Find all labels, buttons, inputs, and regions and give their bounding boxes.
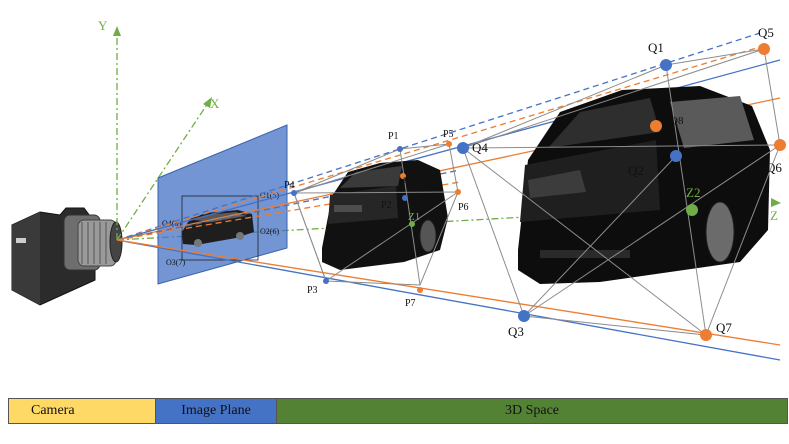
p6-marker [455, 189, 461, 195]
p5-marker [446, 141, 452, 147]
p3-label: P3 [307, 285, 318, 296]
q6-marker [774, 139, 786, 151]
q3-marker [518, 310, 530, 322]
legend-image-plane: Image Plane [156, 399, 277, 423]
legend-bar: Camera Image Plane 3D Space [8, 398, 788, 424]
camera-projection-diagram: Y X Z O1(5) O2(6) O3(7) O4(8) [11, 18, 786, 361]
p1-label: P1 [388, 131, 399, 142]
o3-label: O3(7) [166, 258, 185, 267]
q7-marker [700, 329, 712, 341]
far-points: Q1 Q2 Q3 Q4 Q5 Q6 Q7 Q8 Z2 [457, 25, 786, 341]
near-bounding-box [293, 143, 459, 286]
p8-label: P8 [403, 176, 411, 185]
o4-label: O4(8) [162, 219, 181, 228]
legend-3d-space: 3D Space [277, 399, 787, 423]
q2-label: Q2 [628, 163, 644, 178]
q5-marker [758, 43, 770, 55]
camera-icon [11, 207, 123, 306]
p6-label: P6 [458, 202, 469, 213]
legend-camera: Camera [9, 399, 156, 423]
p7-marker [417, 287, 423, 293]
z1-label: Z1 [408, 211, 420, 223]
near-points: P1 P2 P3 P4 P5 P6 P7 P8 Z1 [284, 129, 469, 309]
q1-marker [660, 59, 672, 71]
q4-marker [457, 142, 469, 154]
z1-marker [409, 221, 415, 227]
z-axis-label: Z [770, 208, 778, 223]
near-car [322, 160, 448, 270]
p2-label: P2 [381, 200, 392, 211]
o1-label: O1(5) [260, 191, 279, 200]
q8-marker [650, 120, 662, 132]
q8-label: Q8 [670, 115, 684, 127]
o2-label: O2(6) [260, 227, 279, 236]
q2-marker [670, 150, 682, 162]
q1-label: Q1 [648, 40, 664, 55]
p3-marker [323, 278, 329, 284]
x-axis-label: X [210, 96, 220, 111]
p1-marker [397, 146, 403, 152]
p2-marker [402, 195, 408, 201]
q3-label: Q3 [508, 324, 524, 339]
q7-label: Q7 [716, 320, 732, 335]
p5-label: P5 [443, 129, 454, 140]
y-axis-label: Y [98, 18, 108, 33]
far-car [518, 86, 770, 284]
p4-marker [291, 190, 297, 196]
p4-label: P4 [284, 180, 295, 191]
q6-label: Q6 [766, 160, 782, 175]
image-plane: O1(5) O2(6) O3(7) O4(8) [157, 124, 288, 285]
q4-label: Q4 [472, 140, 488, 155]
z2-label: Z2 [686, 185, 700, 200]
q5-label: Q5 [758, 25, 774, 40]
p8-marker [400, 173, 406, 179]
p7-label: P7 [405, 298, 416, 309]
z2-marker [686, 204, 698, 216]
